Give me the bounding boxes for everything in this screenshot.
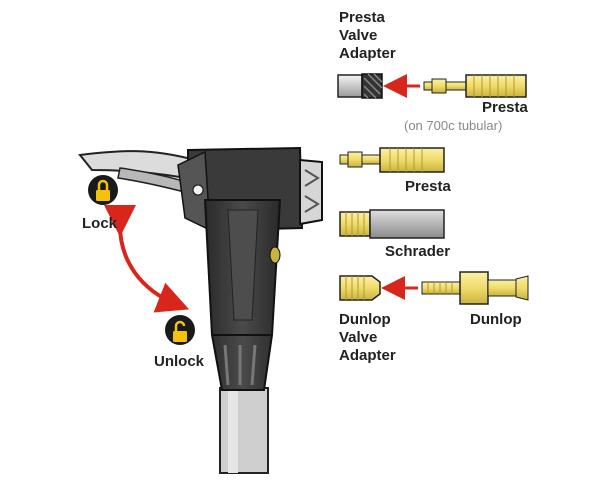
schrader-valve-graphic	[339, 209, 445, 239]
dunlop-valve-adapter-graphic	[339, 275, 381, 301]
presta-tubular-valve-graphic	[423, 74, 527, 98]
dunlop-valve-graphic	[421, 271, 529, 305]
presta-tubular-note: (on 700c tubular)	[404, 118, 503, 133]
presta-adapter-label-line3: Adapter	[339, 45, 396, 62]
schrader-label: Schrader	[385, 243, 451, 260]
pump-body	[203, 199, 282, 391]
unlock-label: Unlock	[154, 353, 205, 370]
presta-valve-graphic	[339, 147, 445, 173]
unlock-icon	[165, 315, 195, 345]
presta-adapter-label-line1: Presta	[339, 9, 385, 26]
lock-icon	[88, 175, 118, 205]
lock-label: Lock	[82, 215, 118, 232]
lock-unlock-arrow	[103, 204, 190, 313]
presta-valve-adapter-graphic	[337, 73, 383, 99]
dunlop-adapter-label-line2: Valve	[339, 329, 378, 346]
dunlop-adapter-label-line3: Adapter	[339, 347, 396, 364]
presta-label: Presta	[405, 178, 451, 195]
presta-adapter-label-line2: Valve	[339, 27, 378, 44]
dunlop-adapter-label-line1: Dunlop	[339, 311, 391, 328]
pump-hose	[219, 387, 269, 474]
presta-tubular-label: Presta	[482, 99, 528, 116]
dunlop-label: Dunlop	[470, 311, 522, 328]
